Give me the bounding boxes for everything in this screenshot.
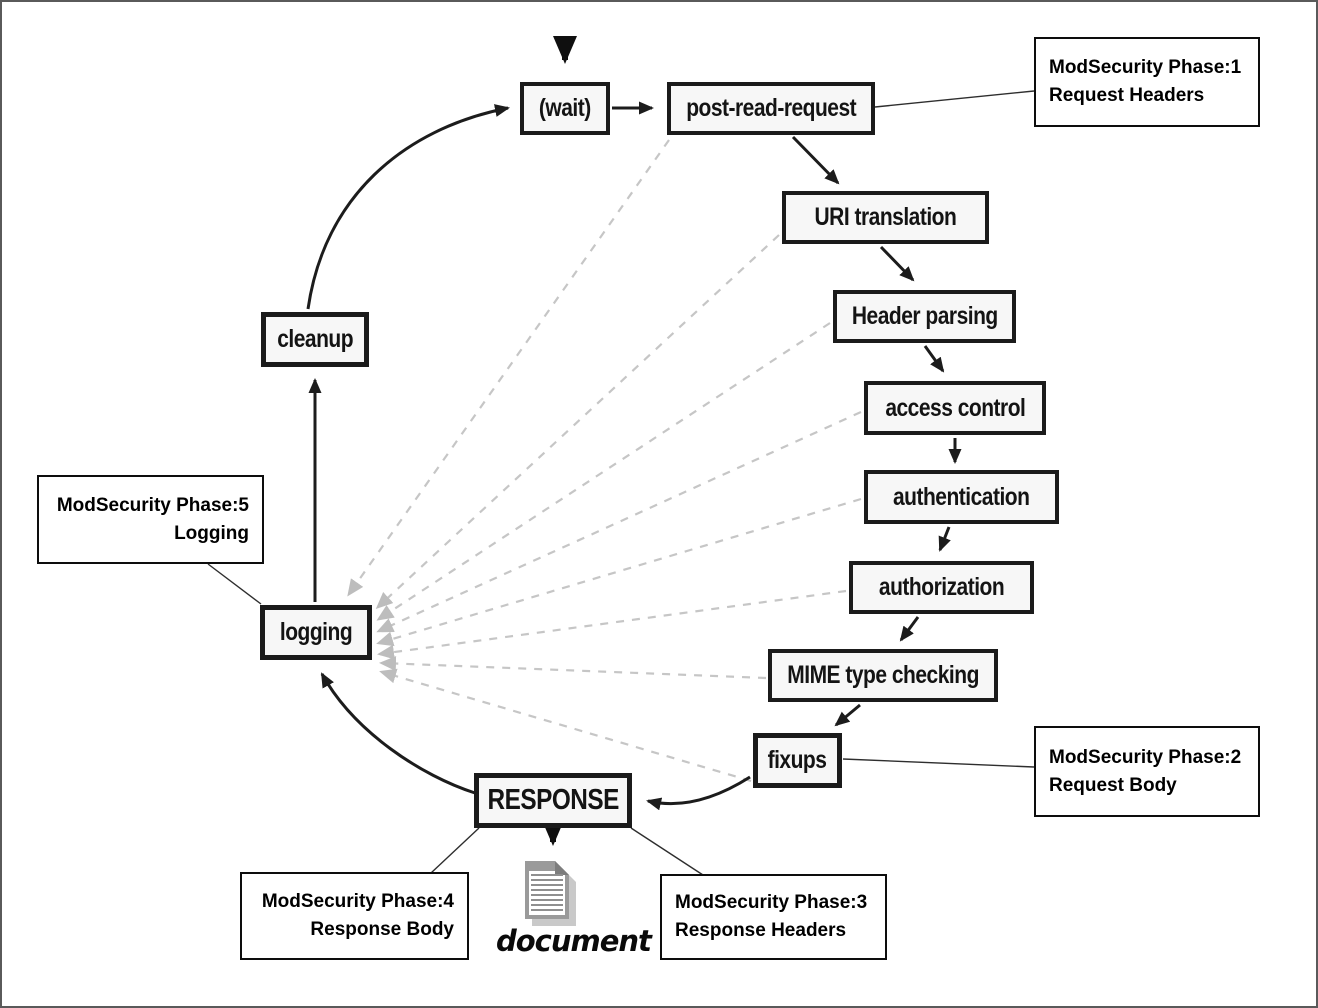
node-wait-label: (wait) <box>539 94 591 122</box>
node-fixups: fixups <box>753 733 842 788</box>
node-fixups-label: fixups <box>768 746 827 774</box>
annotation-phase4-line2: Response Body <box>310 919 454 940</box>
annotation-phase3-line1: ModSecurity Phase:3 <box>675 892 868 913</box>
arrow-cleanup-to-wait <box>306 104 510 310</box>
leader-phase2-to-fixups <box>842 758 1035 768</box>
arrow-authorization-to-mime-type-checking <box>899 616 920 642</box>
node-response: RESPONSE <box>474 773 632 828</box>
annotation-phase2-line2: Request Body <box>1049 774 1177 796</box>
node-authentication-label: authentication <box>893 482 1030 511</box>
arrow-mime-type-checking-to-fixups <box>834 703 861 727</box>
annotation-phase1-line1: ModSecurity Phase:1 <box>1049 57 1242 78</box>
node-authorization-label: authorization <box>878 573 1005 601</box>
arrow-fixups-to-response <box>646 775 751 811</box>
node-mime-type-checking-label: MIME type checking <box>787 661 979 689</box>
annotation-phase5-line2: Logging <box>174 522 249 544</box>
dashed-uri-translation-to-logging <box>375 234 780 610</box>
node-post-read-request: post-read-request <box>667 82 875 135</box>
annotation-phase2: ModSecurity Phase:2 Request Body <box>1034 726 1260 817</box>
arrow-response-to-logging <box>320 672 476 795</box>
annotation-phase5-line1: ModSecurity Phase:5 <box>56 494 249 516</box>
annotation-phase4: ModSecurity Phase:4 Response Body <box>240 872 469 960</box>
leader-phase4-to-response <box>430 827 480 874</box>
node-authorization: authorization <box>849 561 1034 614</box>
dashed-fixups-to-logging <box>379 668 752 783</box>
annotation-phase3-line2: Response Headers <box>675 920 847 941</box>
node-response-label: RESPONSE <box>487 784 619 816</box>
leader-phase5-to-logging <box>207 563 262 605</box>
annotation-phase2-line1: ModSecurity Phase:2 <box>1049 746 1242 768</box>
dashed-access-control-to-logging <box>376 410 862 633</box>
node-cleanup: cleanup <box>261 312 369 367</box>
dashed-mime-type-checking-to-logging <box>379 656 767 680</box>
node-authentication: authentication <box>864 470 1059 524</box>
dashed-header-parsing-to-logging <box>376 322 831 621</box>
annotation-phase4-line1: ModSecurity Phase:4 <box>261 891 454 912</box>
node-access-control-label: access control <box>884 393 1026 422</box>
annotation-phase5: ModSecurity Phase:5 Logging <box>37 475 264 564</box>
node-header-parsing-label: Header parsing <box>851 302 998 330</box>
annotation-phase1: ModSecurity Phase:1 Request Headers <box>1034 37 1260 127</box>
node-uri-translation: URI translation <box>782 191 989 244</box>
node-post-read-request-label: post-read-request <box>686 94 856 122</box>
document-icon <box>525 861 576 926</box>
dashed-authorization-to-logging <box>377 589 847 660</box>
leader-phase3-to-response <box>630 827 704 876</box>
dashed-authentication-to-logging <box>376 497 862 647</box>
dashed-post-read-request-to-logging <box>347 139 670 597</box>
arrow-uri-translation-to-header-parsing <box>879 245 915 282</box>
node-logging: logging <box>260 605 372 660</box>
node-wait: (wait) <box>520 82 610 135</box>
node-uri-translation-label: URI translation <box>814 203 957 231</box>
node-cleanup-label: cleanup <box>277 325 353 353</box>
node-access-control: access control <box>864 381 1046 435</box>
node-mime-type-checking: MIME type checking <box>768 649 998 702</box>
node-logging-label: logging <box>279 618 353 646</box>
document-label: document <box>496 924 652 958</box>
annotation-phase3: ModSecurity Phase:3 Response Headers <box>660 874 887 960</box>
arrow-post-read-request-to-uri-translation <box>791 135 840 185</box>
arrow-authentication-to-authorization <box>938 526 951 552</box>
arrow-header-parsing-to-access-control <box>923 345 945 373</box>
leader-phase1-to-post-read-request <box>874 90 1035 108</box>
annotation-phase1-line2: Request Headers <box>1049 85 1205 106</box>
node-header-parsing: Header parsing <box>833 290 1016 343</box>
